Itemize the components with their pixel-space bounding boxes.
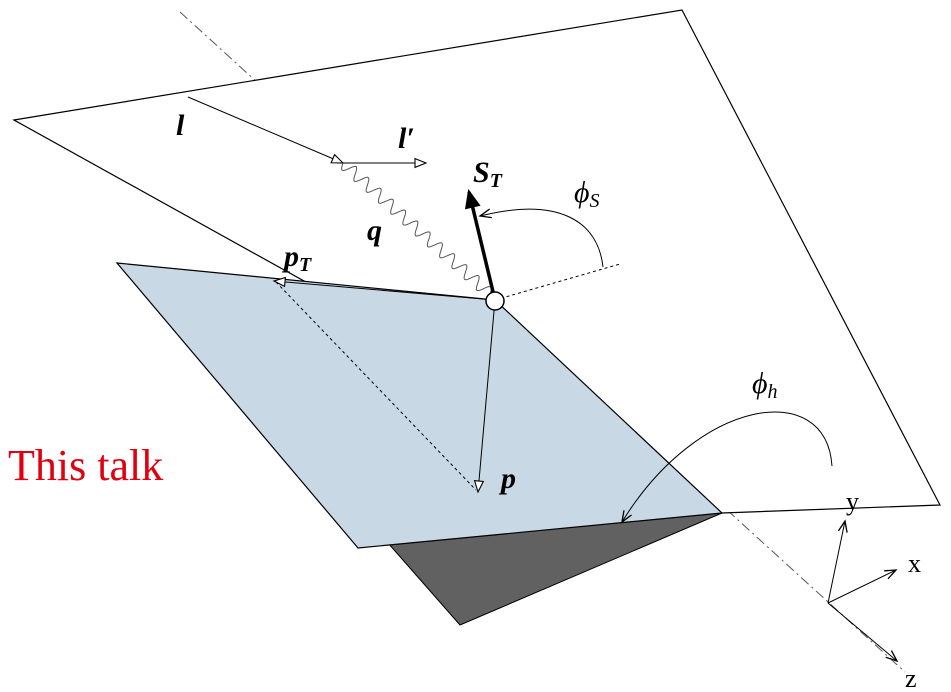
reference-dotted-line — [494, 263, 621, 301]
label-phi-h: ϕh — [752, 367, 778, 403]
label-pt-sub: T — [299, 254, 312, 276]
label-q: q — [367, 214, 382, 247]
label-pt-main: p — [281, 240, 299, 273]
label-spin-main: S — [473, 156, 490, 189]
label-axis-x: x — [908, 549, 921, 578]
this-talk-label: This talk — [8, 441, 164, 490]
label-pt: pT — [281, 240, 312, 276]
projection-dotted-line — [275, 281, 477, 491]
label-spin: ST — [473, 156, 503, 192]
label-l: l — [176, 109, 185, 142]
interaction-vertex — [485, 291, 505, 311]
hadron-plane — [115, 262, 724, 549]
label-axis-z: z — [905, 664, 917, 692]
label-phi-s: ϕS — [574, 176, 600, 212]
axis-y-arrow — [827, 521, 845, 604]
virtual-photon-line — [341, 162, 492, 295]
label-phi-h-sub: h — [768, 381, 778, 403]
axis-x-arrow — [827, 570, 896, 604]
axis-z-arrow — [827, 602, 897, 661]
label-phi-s-main: ϕ — [574, 176, 590, 209]
phi-h-arc — [622, 411, 833, 522]
label-l-prime: l′ — [398, 122, 415, 155]
label-p: p — [498, 462, 516, 495]
hadron-momentum-arrow — [473, 299, 496, 494]
label-spin-sub: T — [490, 170, 503, 192]
transverse-momentum-arrow — [272, 276, 496, 301]
phi-s-arc — [480, 209, 604, 268]
label-phi-s-sub: S — [590, 190, 600, 212]
incoming-lepton-arrow — [187, 96, 345, 164]
label-phi-h-main: ϕ — [752, 367, 768, 400]
spin-vector-arrow — [464, 188, 497, 301]
label-axis-y: y — [846, 487, 859, 516]
